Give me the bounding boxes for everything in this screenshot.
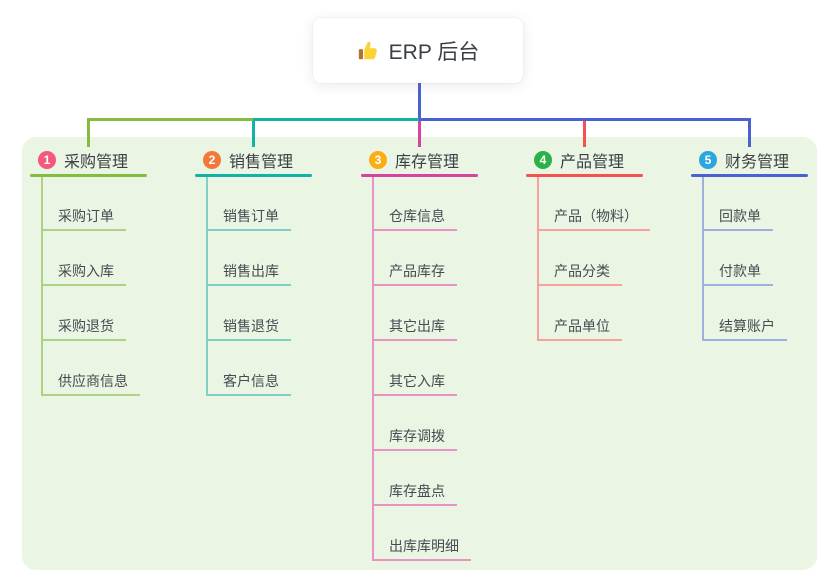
child-node[interactable]: 产品分类 xyxy=(537,262,622,286)
branch-label: 销售管理 xyxy=(229,154,294,171)
bus-segment-line xyxy=(253,118,420,121)
thumbs-up-icon xyxy=(357,40,379,62)
child-node[interactable]: 客户信息 xyxy=(206,372,291,396)
children-connector-line xyxy=(41,177,43,396)
branch-number-badge: 2 xyxy=(203,151,221,169)
child-node[interactable]: 采购退货 xyxy=(41,317,126,341)
connector-drop-line xyxy=(87,118,90,147)
branch-node-4[interactable]: 4 产品管理 xyxy=(534,149,624,171)
child-node[interactable]: 结算账户 xyxy=(702,317,787,341)
branch-label: 采购管理 xyxy=(64,154,129,171)
branch-underline xyxy=(361,174,478,177)
child-node[interactable]: 付款单 xyxy=(702,262,773,286)
branch-label: 财务管理 xyxy=(725,154,790,171)
children-connector-line xyxy=(702,177,704,341)
child-node[interactable]: 其它入库 xyxy=(372,372,457,396)
child-node[interactable]: 产品库存 xyxy=(372,262,457,286)
branch-number-badge: 5 xyxy=(699,151,717,169)
branch-underline xyxy=(691,174,808,177)
child-node[interactable]: 库存盘点 xyxy=(372,482,457,506)
root-node-label: ERP 后台 xyxy=(388,40,480,64)
child-node[interactable]: 供应商信息 xyxy=(41,372,140,396)
branch-node-2[interactable]: 2 销售管理 xyxy=(203,149,293,171)
child-node[interactable]: 仓库信息 xyxy=(372,207,457,231)
child-node[interactable]: 其它出库 xyxy=(372,317,457,341)
root-node[interactable]: ERP 后台 xyxy=(313,18,523,83)
branch-node-3[interactable]: 3 库存管理 xyxy=(369,149,459,171)
child-node[interactable]: 销售订单 xyxy=(206,207,291,231)
child-node[interactable]: 产品（物料） xyxy=(537,207,650,231)
root-stem-line xyxy=(418,83,421,121)
branch-label: 产品管理 xyxy=(560,154,625,171)
children-connector-line xyxy=(372,177,374,561)
branch-number-badge: 3 xyxy=(369,151,387,169)
branch-number-badge: 4 xyxy=(534,151,552,169)
child-node[interactable]: 销售退货 xyxy=(206,317,291,341)
branch-underline xyxy=(195,174,312,177)
child-node[interactable]: 库存调拨 xyxy=(372,427,457,451)
children-connector-line xyxy=(537,177,539,341)
connector-drop-line xyxy=(252,118,255,147)
branch-node-1[interactable]: 1 采购管理 xyxy=(38,149,128,171)
branch-underline xyxy=(526,174,643,177)
bus-segment-line xyxy=(88,118,255,121)
bus-segment-line xyxy=(419,118,751,121)
child-node[interactable]: 出库库明细 xyxy=(372,537,471,561)
branches-panel xyxy=(22,137,817,570)
branch-label: 库存管理 xyxy=(395,154,460,171)
branch-number-badge: 1 xyxy=(38,151,56,169)
connector-drop-line xyxy=(748,118,751,147)
branch-node-5[interactable]: 5 财务管理 xyxy=(699,149,789,171)
branch-underline xyxy=(30,174,147,177)
child-node[interactable]: 采购订单 xyxy=(41,207,126,231)
child-node[interactable]: 销售出库 xyxy=(206,262,291,286)
children-connector-line xyxy=(206,177,208,396)
connector-drop-line xyxy=(418,118,421,147)
child-node[interactable]: 采购入库 xyxy=(41,262,126,286)
connector-drop-line xyxy=(583,118,586,147)
child-node[interactable]: 回款单 xyxy=(702,207,773,231)
child-node[interactable]: 产品单位 xyxy=(537,317,622,341)
